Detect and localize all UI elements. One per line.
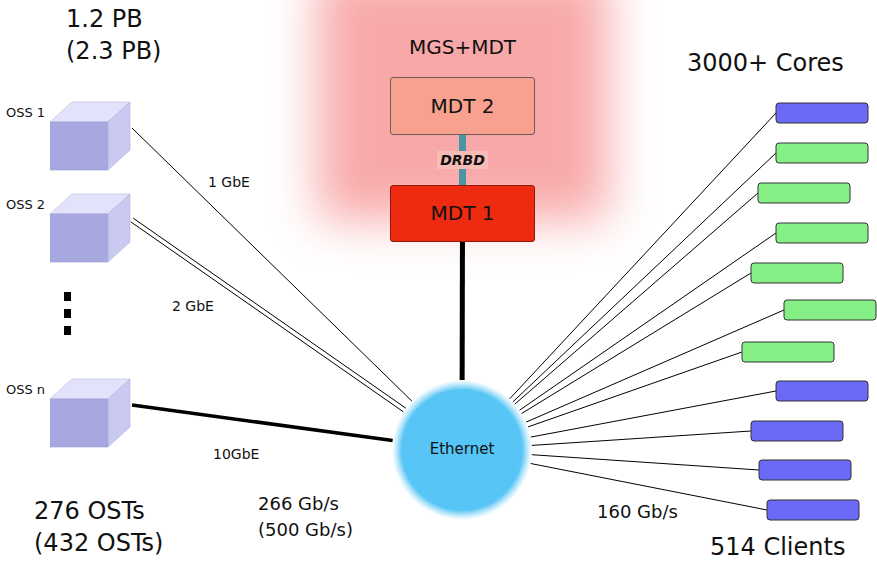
network-switch: Ethernet (392, 380, 532, 520)
client-link (522, 273, 751, 413)
client-node (776, 381, 868, 401)
client-link (510, 113, 776, 399)
server-cube (50, 377, 132, 449)
annotation-text: (2.3 PB) (66, 38, 161, 66)
server-label: OSS n (6, 383, 45, 398)
server-cube (50, 100, 132, 172)
annotation-text: 1.2 PB (66, 6, 143, 34)
client-node (776, 103, 868, 123)
group-title: MGS+MDT (300, 36, 625, 59)
client-node (759, 460, 851, 480)
client-link (531, 391, 776, 437)
storage-server: OSS 2 (6, 192, 132, 266)
link-stroke (132, 128, 412, 401)
client-node (767, 500, 859, 520)
annotation-text: 514 Clients (710, 534, 845, 562)
link-label: DRBD (437, 151, 488, 169)
client-link (532, 455, 759, 470)
client-link (513, 153, 776, 402)
annotation-text: 3000+ Cores (687, 50, 844, 78)
client-link (515, 193, 758, 404)
link-stroke (132, 405, 393, 441)
link-line (462, 242, 463, 380)
client-group (510, 103, 876, 520)
client-link (532, 431, 751, 445)
client-node (776, 223, 868, 243)
link-line (131, 218, 406, 412)
client-node (742, 342, 834, 362)
metadata-target: MDT 1 (390, 185, 535, 242)
client-node (751, 263, 843, 283)
client-node (784, 300, 876, 320)
link-label: 10GbE (213, 446, 259, 462)
server-label: OSS 2 (6, 198, 45, 213)
storage-server: OSS 1 (6, 100, 132, 174)
link-label: 2 GbE (172, 298, 214, 314)
annotation-text: (432 OSTs) (34, 530, 163, 558)
link-stroke (460, 242, 465, 380)
link-line (132, 128, 412, 401)
annotation-text: 276 OSTs (34, 498, 145, 526)
annotation-text: (500 Gb/s) (258, 520, 353, 541)
annotation-text: 266 Gb/s (258, 494, 339, 515)
server-cube (50, 192, 132, 264)
client-link (528, 352, 742, 427)
node-label: Ethernet (430, 441, 495, 458)
node-label: MDT 2 (431, 95, 495, 118)
link-stroke (133, 218, 406, 408)
server-label: OSS 1 (6, 106, 45, 121)
storage-server: OSS n (6, 377, 132, 451)
link-label: 1 GbE (208, 174, 250, 190)
node-label: MDT 1 (431, 202, 495, 225)
client-link (520, 233, 776, 410)
link-line (132, 405, 393, 441)
client-link (526, 310, 784, 422)
metadata-target: MDT 2 (390, 77, 535, 135)
client-node (751, 421, 843, 441)
ellipsis-dots (64, 292, 71, 335)
client-node (758, 183, 850, 203)
annotation-text: 160 Gb/s (597, 502, 678, 523)
link-stroke (131, 222, 404, 412)
client-node (776, 143, 868, 163)
server-group: MDT 2 MDT 1 MGS+MDT (300, 0, 625, 260)
